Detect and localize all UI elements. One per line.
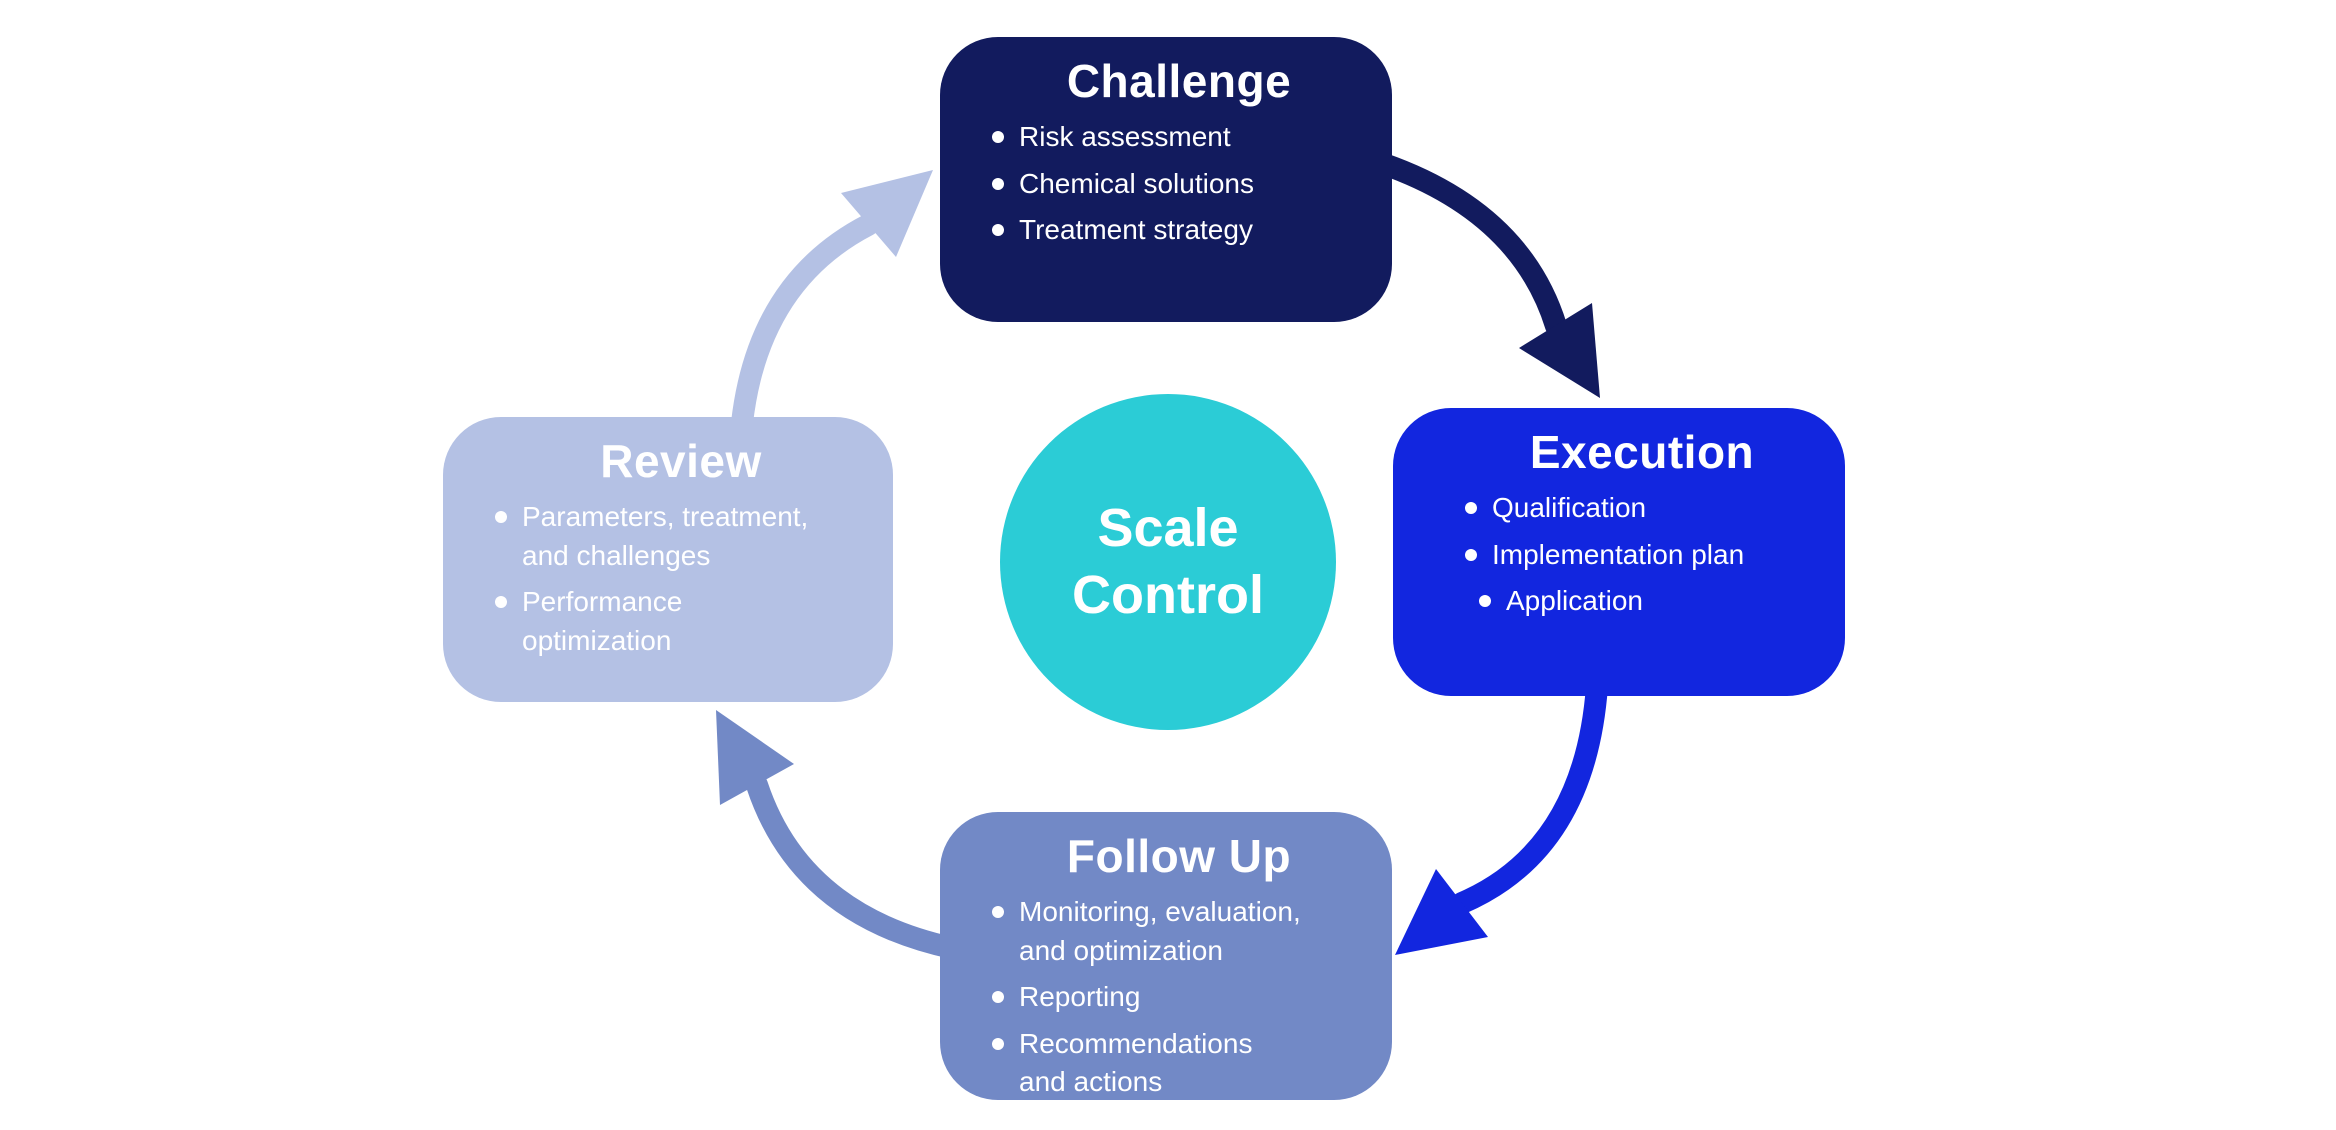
stage-challenge: Challenge Risk assessment Chemical solut…	[940, 37, 1392, 322]
bullet-text: Application	[1506, 585, 1643, 617]
stage-review-bullets: Parameters, treatment, and challenges Pe…	[495, 498, 867, 661]
arrow-execution-to-followup-icon	[1395, 675, 1608, 955]
bullet-text: Performance optimization	[522, 586, 683, 656]
bullet-text: Qualification	[1492, 491, 1647, 523]
stage-execution: Execution Qualification Implementation p…	[1393, 408, 1845, 696]
stage-follow-up-bullets: Monitoring, evaluation, and optimization…	[992, 893, 1366, 1102]
bullet-text: Treatment strategy	[1019, 214, 1253, 246]
bullet-dot-icon	[495, 596, 507, 609]
bullet-dot-icon	[992, 224, 1004, 237]
bullet-dot-icon	[1465, 548, 1477, 561]
arrow-followup-to-review-icon	[716, 710, 963, 959]
bullet-item: Qualification	[1465, 489, 1819, 528]
bullet-dot-icon	[992, 130, 1004, 143]
bullet-item: Risk assessment	[992, 118, 1366, 157]
stage-review: Review Parameters, treatment, and challe…	[443, 417, 893, 702]
bullet-text: Parameters, treatment, and challenges	[522, 500, 809, 571]
bullet-text: Implementation plan	[1492, 538, 1745, 570]
bullet-text: Chemical solutions	[1019, 167, 1254, 199]
stage-execution-bullets: Qualification Implementation plan Applic…	[1465, 489, 1819, 621]
bullet-dot-icon	[992, 1037, 1004, 1050]
stage-follow-up: Follow Up Monitoring, evaluation, and op…	[940, 812, 1392, 1100]
bullet-dot-icon	[992, 177, 1004, 190]
bullet-text: Recommendations and actions	[1019, 1027, 1253, 1098]
stage-review-title: Review	[600, 435, 762, 487]
bullet-text: Reporting	[1019, 981, 1141, 1013]
bullet-dot-icon	[992, 991, 1004, 1004]
bullet-dot-icon	[495, 510, 507, 523]
bullet-item: Recommendations and actions	[992, 1025, 1366, 1102]
bullet-item: Treatment strategy	[992, 211, 1366, 250]
bullet-dot-icon	[992, 905, 1004, 918]
bullet-dot-icon	[1465, 501, 1477, 514]
bullet-text: Risk assessment	[1019, 120, 1231, 152]
stage-challenge-bullets: Risk assessment Chemical solutions Treat…	[992, 118, 1366, 250]
stage-execution-title: Execution	[1529, 426, 1755, 478]
center-circle: Scale Control	[1000, 394, 1336, 730]
bullet-item: Monitoring, evaluation, and optimization	[992, 893, 1366, 970]
bullet-item: Application	[1479, 582, 1819, 621]
bullet-item: Performance optimization	[495, 583, 867, 660]
bullet-text: Monitoring, evaluation, and optimization	[1019, 895, 1301, 966]
center-circle-label: Scale Control	[1072, 497, 1264, 626]
arrow-challenge-to-execution-icon	[1367, 151, 1600, 398]
bullet-item: Implementation plan	[1465, 536, 1819, 575]
bullet-item: Reporting	[992, 978, 1366, 1017]
bullet-item: Chemical solutions	[992, 165, 1366, 204]
bullet-dot-icon	[1479, 595, 1491, 608]
stage-challenge-title: Challenge	[1066, 55, 1292, 107]
stage-follow-up-title: Follow Up	[1066, 830, 1292, 882]
arrow-review-to-challenge-icon	[731, 170, 933, 434]
bullet-item: Parameters, treatment, and challenges	[495, 498, 867, 575]
